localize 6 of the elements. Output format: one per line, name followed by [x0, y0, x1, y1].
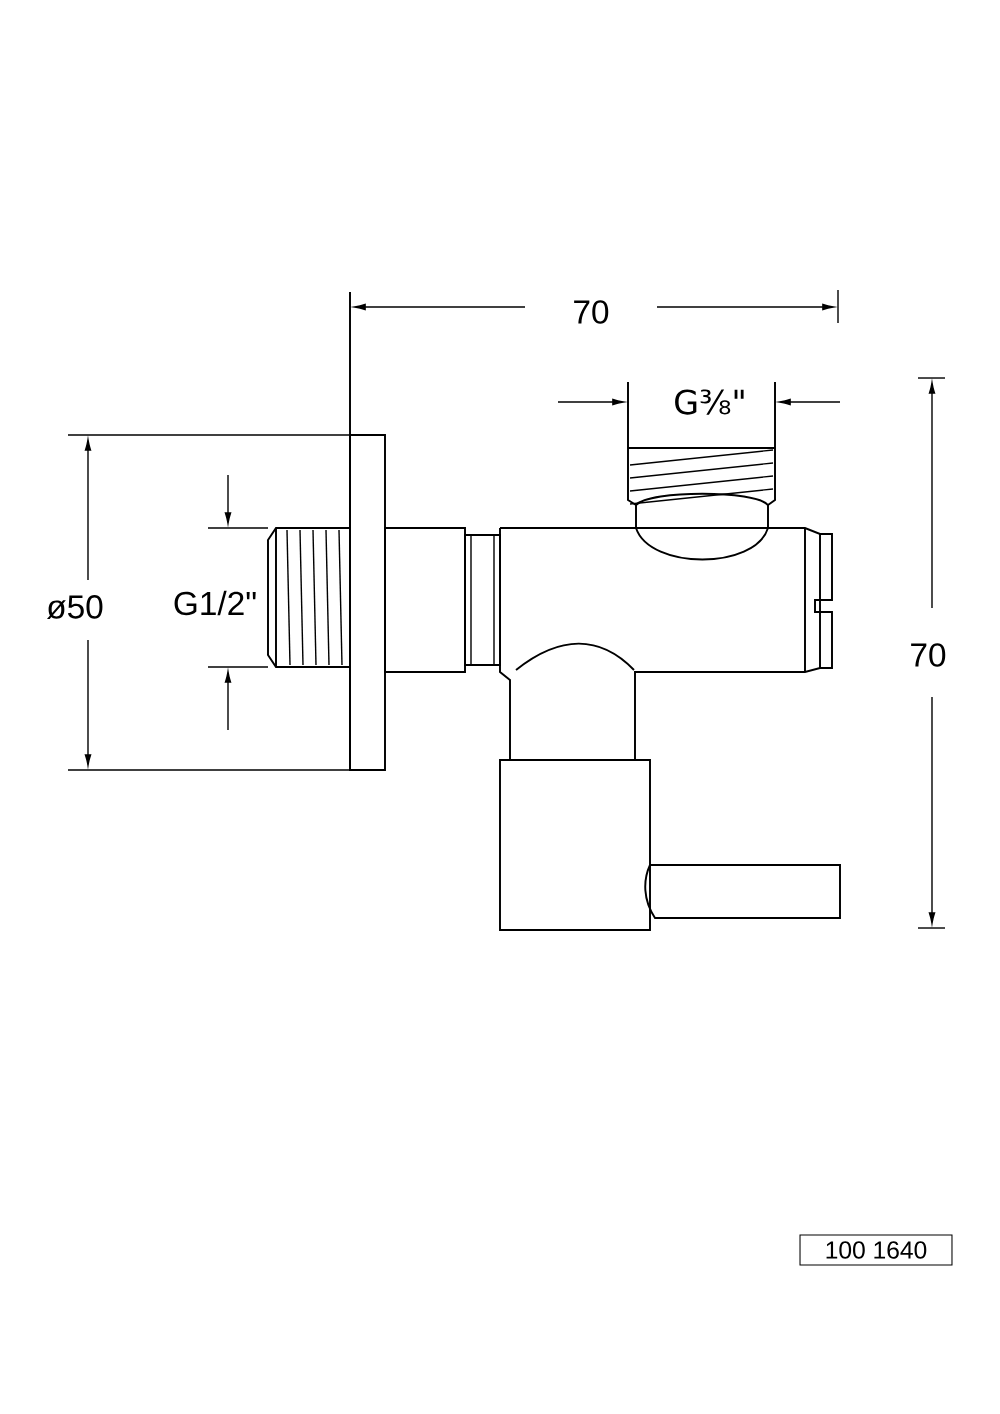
dimension-label: 70: [574, 300, 609, 324]
dimension-label: G1/2": [174, 590, 256, 616]
dimension-label: ø50: [46, 595, 103, 619]
dimension-label: 70: [911, 643, 946, 667]
title-block: 100 1640: [799, 1234, 953, 1266]
dimension-label: G⅜": [675, 389, 744, 415]
